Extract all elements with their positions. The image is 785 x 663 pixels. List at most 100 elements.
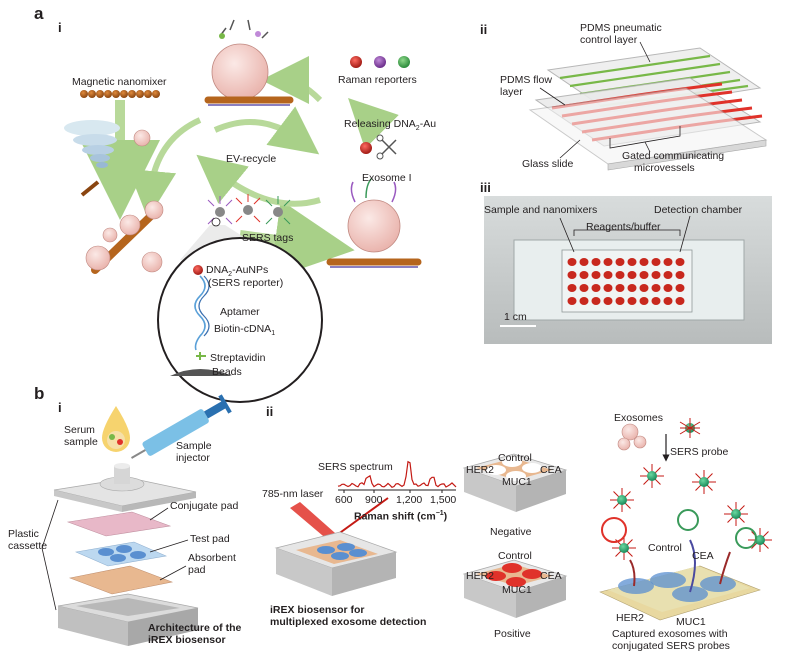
releasing-dna-text: Releasing DNA bbox=[344, 118, 416, 130]
plastic-line1: Plastic bbox=[8, 528, 47, 540]
plastic-cassette-label: Plastic cassette bbox=[8, 528, 47, 552]
chamber-dot bbox=[592, 271, 601, 279]
chamber-dot bbox=[628, 284, 637, 292]
legend-sers-reporter: (SERS reporter) bbox=[208, 277, 283, 289]
chamber-dot bbox=[592, 284, 601, 292]
probe-core bbox=[617, 495, 627, 505]
exosomes-label: Exosomes bbox=[614, 412, 663, 424]
chamber-dot bbox=[664, 258, 673, 266]
chamber-dot bbox=[568, 271, 577, 279]
pos-her2-label: HER2 bbox=[466, 570, 494, 582]
panel-a-i-label: i bbox=[58, 20, 62, 35]
probe-cea-label: CEA bbox=[692, 550, 714, 562]
detection-chamber-label: Detection chamber bbox=[654, 204, 742, 216]
probe-core bbox=[619, 543, 629, 553]
absorbent-line1: Absorbent bbox=[188, 552, 236, 564]
legend-biotin-sub: 1 bbox=[271, 330, 275, 337]
negative-label: Negative bbox=[490, 526, 531, 538]
pdms-flow-line1: PDMS flow bbox=[500, 74, 552, 86]
recycle-arrow bbox=[215, 122, 300, 140]
raman-reporter-green bbox=[398, 56, 410, 68]
panel-a-ii-label: ii bbox=[480, 22, 487, 37]
gated-label: Gated communicating microvessels bbox=[622, 150, 724, 174]
architecture-line2: iREX biosensor bbox=[148, 634, 241, 646]
tick-1200: 1,200 bbox=[396, 494, 422, 506]
bead-chain bbox=[80, 90, 160, 98]
chamber-dot bbox=[664, 297, 673, 305]
chamber-dot bbox=[604, 258, 613, 266]
probe-core bbox=[731, 509, 741, 519]
legend-aptamer: Aptamer bbox=[220, 306, 260, 318]
raman-shift-end: ) bbox=[444, 511, 448, 523]
chamber-dot bbox=[604, 284, 613, 292]
chamber-dot bbox=[676, 258, 685, 266]
exosome-on-beads-top bbox=[208, 20, 290, 105]
panel-a-iii-label: iii bbox=[480, 180, 491, 195]
legend-biotin-text: Biotin-cDNA bbox=[214, 323, 271, 335]
chamber-dot bbox=[640, 271, 649, 279]
chamber-dot bbox=[676, 284, 685, 292]
tick-900: 900 bbox=[365, 494, 383, 506]
glass-slide-label: Glass slide bbox=[522, 158, 573, 170]
sample-injector-label: Sample injector bbox=[176, 440, 212, 464]
raman-shift-sup: −1 bbox=[436, 510, 444, 517]
gated-line1: Gated communicating bbox=[622, 150, 724, 162]
sers-spectrum-label: SERS spectrum bbox=[318, 461, 393, 473]
rotating-bead bbox=[82, 182, 98, 195]
magnetic-nanomixer-label: Magnetic nanomixer bbox=[72, 76, 167, 88]
probe-her2-label: HER2 bbox=[616, 612, 644, 624]
architecture-line1: Architecture of the bbox=[148, 622, 241, 634]
panel-b-i-label: i bbox=[58, 400, 62, 415]
legend-streptavidin: Streptavidin bbox=[210, 352, 265, 364]
raman-shift-label: Raman shift (cm−1) bbox=[354, 508, 447, 523]
pdms-pneumatic-line1: PDMS pneumatic bbox=[580, 22, 662, 34]
absorbent-pad-label: Absorbent pad bbox=[188, 552, 236, 576]
pos-cea-label: CEA bbox=[540, 570, 562, 582]
chamber-dot bbox=[568, 284, 577, 292]
laser-label: 785-nm laser bbox=[262, 488, 323, 500]
chamber-dot bbox=[628, 258, 637, 266]
irex-label: iREX biosensor for multiplexed exosome d… bbox=[270, 604, 426, 628]
exosome-label: Exosome I bbox=[362, 172, 412, 184]
conjugate-pad-label: Conjugate pad bbox=[170, 500, 238, 512]
reagents-buffer-label: Reagents/buffer bbox=[586, 221, 661, 233]
sers-probe-label: SERS probe bbox=[670, 446, 728, 458]
chamber-dot bbox=[676, 297, 685, 305]
diagonal-chain bbox=[86, 201, 163, 272]
injector-line2: injector bbox=[176, 452, 212, 464]
neg-her2-label: HER2 bbox=[466, 464, 494, 476]
pdms-flow-label: PDMS flow layer bbox=[500, 74, 552, 98]
pdms-pneumatic-label: PDMS pneumatic control layer bbox=[580, 22, 662, 46]
panel-a-label: a bbox=[34, 4, 43, 24]
chamber-dot bbox=[568, 258, 577, 266]
positive-label: Positive bbox=[494, 628, 531, 640]
chamber-dot bbox=[580, 258, 589, 266]
releasing-dna-suffix: -Au bbox=[420, 118, 436, 130]
legend-beads: Beads bbox=[212, 366, 242, 378]
scale-bar-label: 1 cm bbox=[504, 311, 527, 323]
probe-core bbox=[699, 477, 709, 487]
recycle-arrow bbox=[215, 170, 320, 204]
vortex-icon bbox=[64, 120, 120, 168]
pdms-flow-line2: layer bbox=[500, 86, 552, 98]
chamber-dot bbox=[640, 284, 649, 292]
chamber-dot bbox=[580, 271, 589, 279]
chamber-dot bbox=[652, 271, 661, 279]
test-pad-label: Test pad bbox=[190, 533, 230, 545]
chamber-dot bbox=[664, 284, 673, 292]
plastic-line2: cassette bbox=[8, 540, 47, 552]
raman-reporter-purple bbox=[374, 56, 386, 68]
chamber-dot bbox=[652, 258, 661, 266]
probe-muc1-label: MUC1 bbox=[676, 616, 706, 628]
tick-600: 600 bbox=[335, 494, 353, 506]
chamber-dot bbox=[664, 271, 673, 279]
chamber-dot bbox=[592, 258, 601, 266]
absorbent-line2: pad bbox=[188, 564, 236, 576]
raman-shift-text: Raman shift (cm bbox=[354, 511, 436, 523]
captured-line2: conjugated SERS probes bbox=[612, 640, 730, 652]
serum-line1: Serum bbox=[64, 424, 98, 436]
legend-dna-text: DNA bbox=[206, 264, 228, 276]
sers-tags-label: SERS tags bbox=[242, 232, 293, 244]
legend-dna-suffix: -AuNPs bbox=[232, 264, 268, 276]
